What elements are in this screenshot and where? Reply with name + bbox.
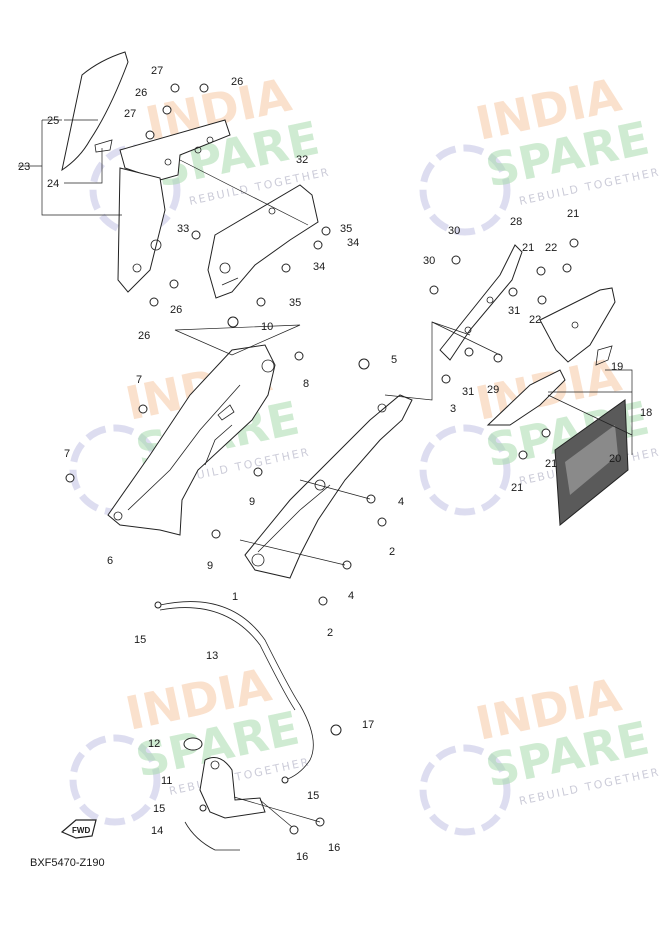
fwd-arrow-icon: FWD <box>60 819 97 839</box>
callout-25: 25 <box>47 115 59 127</box>
callout-15: 15 <box>134 634 146 646</box>
callout-22: 22 <box>529 314 541 326</box>
callout-26: 26 <box>138 330 150 342</box>
callout-29: 29 <box>487 384 499 396</box>
o-ring-part-12 <box>183 737 203 751</box>
callout-15: 15 <box>307 790 319 802</box>
leader-lines <box>18 119 633 828</box>
callout-14: 14 <box>151 825 163 837</box>
callout-19: 19 <box>611 361 623 373</box>
side-panel-part-32 <box>207 184 319 299</box>
callout-32: 32 <box>296 154 308 166</box>
callout-18: 18 <box>640 407 652 419</box>
diagram-code: BXF5470-Z190 <box>30 857 105 869</box>
callout-2: 2 <box>389 546 395 558</box>
callout-10: 10 <box>261 321 273 333</box>
callout-35: 35 <box>289 297 301 309</box>
watermark-top-right: INDIA SPARE REBUILD TOGETHER <box>419 67 661 236</box>
callout-8: 8 <box>303 378 309 390</box>
callout-11: 11 <box>161 775 172 787</box>
callout-16: 16 <box>328 842 340 854</box>
fasteners <box>65 83 579 835</box>
callout-31: 31 <box>508 305 520 317</box>
callout-21: 21 <box>567 208 579 220</box>
callout-9: 9 <box>207 560 213 572</box>
callout-17: 17 <box>362 719 374 731</box>
callout-34: 34 <box>313 261 325 273</box>
callout-21: 21 <box>511 482 523 494</box>
callout-21: 21 <box>545 458 557 470</box>
decal-part-20 <box>486 369 629 526</box>
callout-4: 4 <box>348 590 354 602</box>
callout-30: 30 <box>423 255 435 267</box>
callout-15: 15 <box>153 803 165 815</box>
left-cover-part-6 <box>107 344 276 536</box>
callout-labels: 1 2 2 3 4 4 5 6 7 7 8 9 9 10 11 12 13 14… <box>18 65 652 863</box>
callout-27: 27 <box>151 65 163 77</box>
callout-9: 9 <box>249 496 255 508</box>
bracket-part-24 <box>117 119 231 293</box>
callout-34: 34 <box>347 237 359 249</box>
hose-part-14 <box>184 821 240 851</box>
callout-23: 23 <box>18 161 30 173</box>
callout-12: 12 <box>148 738 160 750</box>
callout-28: 28 <box>510 216 522 228</box>
callout-24: 24 <box>47 178 59 190</box>
fwd-label: FWD <box>72 826 90 835</box>
hose-part-13 <box>159 601 314 781</box>
callout-7: 7 <box>64 448 70 460</box>
callout-26: 26 <box>135 87 147 99</box>
callout-20: 20 <box>609 453 621 465</box>
reservoir-part-11 <box>199 757 266 819</box>
callout-2: 2 <box>327 627 333 639</box>
callout-22: 22 <box>545 242 557 254</box>
callout-33: 33 <box>177 223 189 235</box>
callout-27: 27 <box>124 108 136 120</box>
callout-3: 3 <box>450 403 456 415</box>
callout-16: 16 <box>296 851 308 863</box>
bracket-part-28 <box>439 244 523 361</box>
callout-30: 30 <box>448 225 460 237</box>
windscreen-part-25 <box>61 51 129 172</box>
callout-7: 7 <box>136 374 142 386</box>
callout-4: 4 <box>398 496 404 508</box>
callout-26: 26 <box>170 304 182 316</box>
callout-35: 35 <box>340 223 352 235</box>
callout-31: 31 <box>462 386 474 398</box>
callout-21: 21 <box>522 242 534 254</box>
right-cover-part-1 <box>244 394 413 579</box>
callout-5: 5 <box>391 354 397 366</box>
callout-1: 1 <box>232 591 238 603</box>
callout-26: 26 <box>231 76 243 88</box>
watermark-bottom-right: INDIA SPARE REBUILD TOGETHER <box>419 667 661 836</box>
panel-part-19 <box>539 287 616 366</box>
callout-6: 6 <box>107 555 113 567</box>
callout-13: 13 <box>206 650 218 662</box>
